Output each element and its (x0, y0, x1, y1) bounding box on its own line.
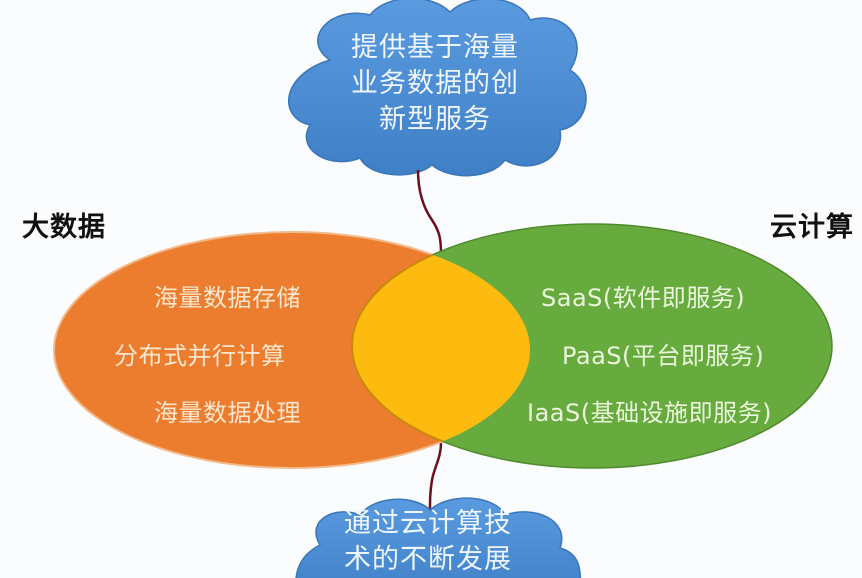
top-connector-line (416, 169, 443, 255)
cloud-computing-item: SaaS(软件即服务) (541, 284, 746, 312)
bottom-cloud-line: 通过云计算技 (344, 508, 512, 539)
top-cloud-shape (287, 0, 587, 177)
top-cloud-line: 提供基于海量 (351, 32, 519, 63)
bottom-cloud-shape (295, 497, 582, 578)
big-data-item: 分布式并行计算 (114, 342, 286, 370)
big-data-item: 海量数据处理 (154, 399, 301, 427)
bottom-connector-line (428, 442, 443, 511)
cloud-computing-item: IaaS(基础设施即服务) (527, 399, 772, 427)
cloud-computing-item: PaaS(平台即服务) (562, 342, 765, 370)
top-cloud-text: 提供基于海量 业务数据的创 新型服务 (320, 30, 550, 138)
bottom-cloud-line: 术的不断发展 (344, 544, 512, 575)
big-data-title: 大数据 (22, 212, 106, 243)
bottom-cloud-text: 通过云计算技 术的不断发展 (318, 506, 538, 578)
big-data-item: 海量数据存储 (154, 284, 301, 312)
intersection-lens (351, 232, 530, 468)
cloud-computing-title: 云计算 (770, 212, 854, 243)
top-cloud-line: 业务数据的创 (351, 68, 519, 99)
top-cloud-line: 新型服务 (379, 104, 491, 135)
